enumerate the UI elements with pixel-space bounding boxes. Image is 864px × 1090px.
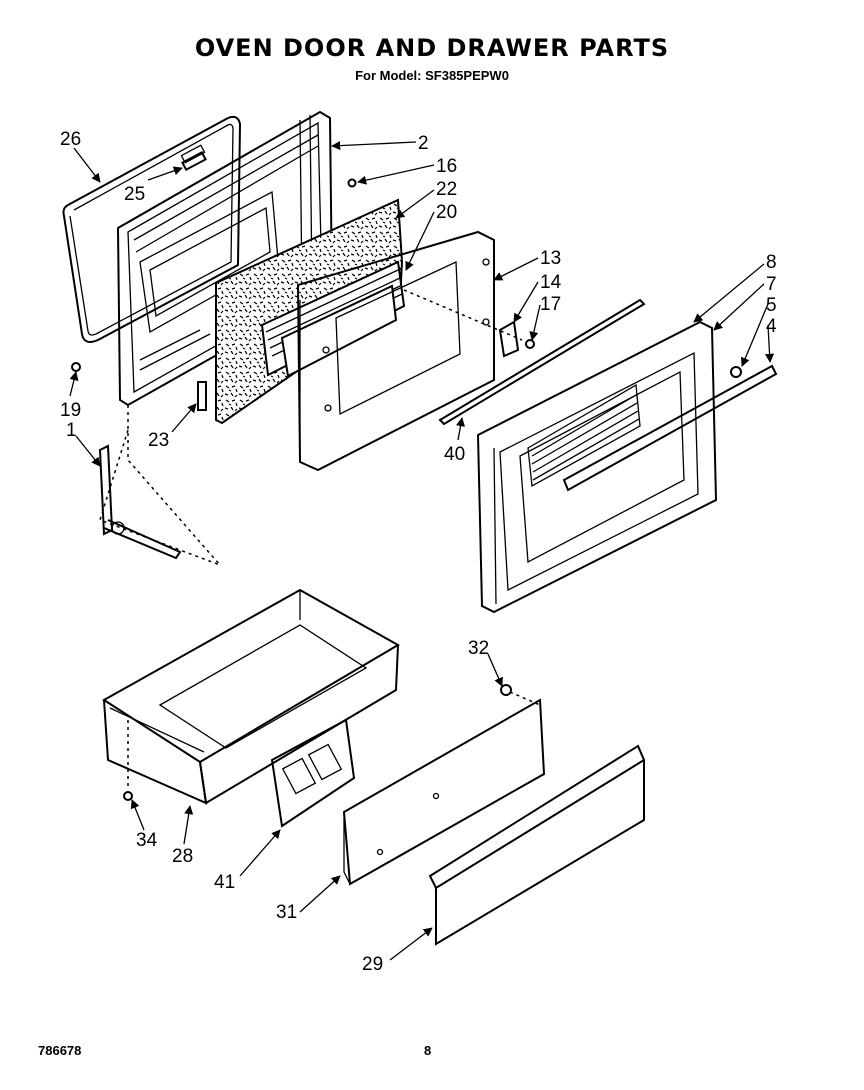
callout-2: 2 [418,133,429,154]
part-17-screw [525,339,535,349]
part-20-glass-pack [260,260,406,378]
part-28-drawer-body [102,588,401,805]
callout-5: 5 [766,295,777,316]
page-title: OVEN DOOR AND DRAWER PARTS [194,34,670,62]
callout-16: 16 [436,156,457,177]
callout-25: 25 [124,184,145,205]
page-number: 8 [424,1043,432,1058]
callout-34: 34 [136,830,158,851]
model-subtitle: For Model: SF385PEPW0 [355,68,509,83]
callout-7: 7 [766,274,777,295]
callout-20: 20 [436,202,457,223]
part-40-trim-strip [438,298,646,426]
part-31-drawer-front-panel [342,698,546,886]
callout-32: 32 [468,638,489,659]
part-14-hinge-bracket [498,320,520,358]
callout-26: 26 [60,129,81,150]
document-number: 786678 [38,1043,82,1058]
part-29-drawer-trim-panel [428,744,646,946]
part-23-clip [197,381,207,411]
part-5-handle-spacer [730,366,742,378]
leader-lines [69,141,775,961]
part-16-clip [347,178,357,188]
part-8-outer-door-panel [476,320,718,614]
callout-28: 28 [172,846,193,867]
part-13-door-frame [296,230,523,472]
part-32-screw [500,684,541,706]
part-7-door-window-vent [527,383,641,488]
part-26-door-gasket [62,115,242,343]
callout-8: 8 [766,252,777,273]
part-41-drawer-bracket [270,718,356,828]
callout-19: 19 [60,400,81,421]
callout-13: 13 [540,248,561,269]
callout-22: 22 [436,179,457,200]
callout-14: 14 [540,272,562,293]
callout-40: 40 [444,444,465,465]
part-1-door-hinge [98,444,182,560]
callout-labels: 26 25 2 16 22 20 13 14 17 8 7 5 4 19 1 2… [60,129,777,975]
part-34-screw [123,791,133,801]
callout-17: 17 [540,294,561,315]
part-25-clip [181,150,207,172]
part-4-door-handle [562,364,778,492]
part-19-screw [71,362,81,372]
callout-29: 29 [362,954,383,975]
callout-41: 41 [214,872,235,893]
callout-4: 4 [766,316,777,337]
callout-31: 31 [276,902,297,923]
callout-1: 1 [66,420,77,441]
callout-23: 23 [148,430,169,451]
